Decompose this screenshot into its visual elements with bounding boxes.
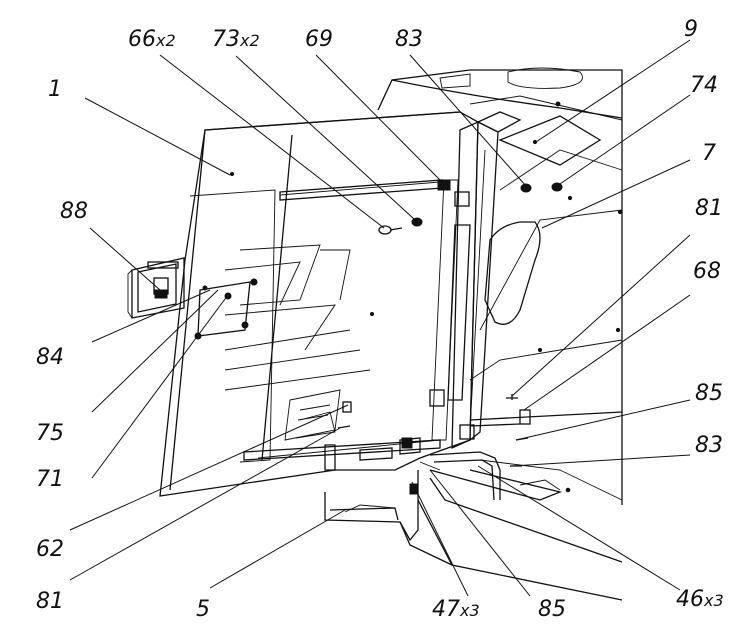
callout-88: 88 bbox=[60, 199, 88, 224]
callout-46-quantity: x3 bbox=[703, 591, 724, 610]
callout-66: 66x2 bbox=[128, 27, 176, 52]
callout-85-right: 85 bbox=[695, 381, 723, 406]
callout-84: 84 bbox=[36, 345, 64, 370]
callout-9: 9 bbox=[684, 17, 698, 42]
callout-73: 73x2 bbox=[212, 27, 260, 52]
cab-body bbox=[377, 67, 623, 601]
callout-81-bottom: 81 bbox=[36, 589, 64, 614]
door-rod bbox=[419, 411, 623, 501]
callout-83-top: 83 bbox=[395, 27, 423, 52]
callout-labels: 66x2 73x2 69 83 9 1 74 7 88 81 68 84 75 … bbox=[36, 17, 724, 622]
callout-71: 71 bbox=[36, 467, 64, 492]
callout-5: 5 bbox=[196, 597, 210, 622]
leader-lines bbox=[69, 39, 691, 597]
callout-7: 7 bbox=[702, 141, 716, 166]
callout-47-number: 47 bbox=[432, 597, 460, 622]
callout-46: 46x3 bbox=[676, 587, 724, 612]
callout-83-right: 83 bbox=[695, 433, 723, 458]
callout-69: 69 bbox=[305, 27, 333, 52]
callout-85-bottom: 85 bbox=[538, 597, 566, 622]
callout-68: 68 bbox=[693, 259, 721, 284]
callout-73-number: 73 bbox=[212, 27, 240, 52]
callout-73-quantity: x2 bbox=[239, 31, 260, 50]
bracket-88 bbox=[127, 257, 185, 319]
step-box bbox=[324, 470, 453, 566]
callout-47-quantity: x3 bbox=[459, 601, 480, 620]
callout-66-number: 66 bbox=[128, 27, 156, 52]
callout-62: 62 bbox=[36, 537, 64, 562]
callout-75: 75 bbox=[36, 421, 64, 446]
callout-47: 47x3 bbox=[432, 597, 480, 622]
callout-81-right: 81 bbox=[695, 196, 723, 221]
callout-66-quantity: x2 bbox=[155, 31, 176, 50]
callout-74: 74 bbox=[690, 73, 718, 98]
door-panel bbox=[159, 111, 479, 497]
callout-46-number: 46 bbox=[676, 587, 704, 612]
callout-1: 1 bbox=[48, 77, 62, 102]
